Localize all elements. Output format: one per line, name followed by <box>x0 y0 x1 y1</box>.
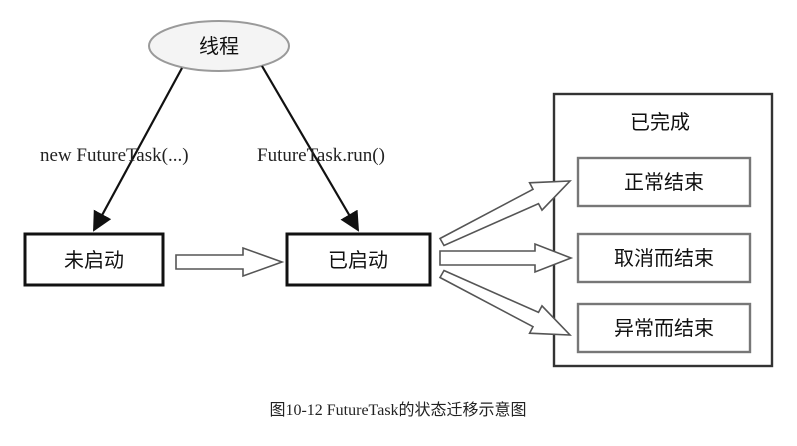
arrow-thread-to-not-started <box>93 67 183 232</box>
state-cancelled-end-label: 取消而结束 <box>614 246 714 270</box>
transition-arrow-cancelled <box>439 242 574 274</box>
arrow-thread-to-started <box>261 65 360 232</box>
transition-arrow-start <box>175 246 285 278</box>
edge-label-new: new FutureTask(...) <box>40 145 189 166</box>
state-normal-end-label: 正常结束 <box>624 170 704 194</box>
state-exception-end: 异常而结束 <box>576 302 752 354</box>
figure-caption: 图10-12 FutureTask的状态迁移示意图 <box>269 400 526 419</box>
state-not-started: 未启动 <box>23 232 165 287</box>
state-started-label: 已启动 <box>328 248 388 272</box>
state-not-started-label: 未启动 <box>64 248 124 272</box>
transition-arrow-normal <box>438 180 572 247</box>
transition-arrow-exception <box>438 269 572 336</box>
edge-label-run: FutureTask.run() <box>257 145 385 166</box>
state-exception-end-label: 异常而结束 <box>614 316 714 340</box>
state-cancelled-end: 取消而结束 <box>576 232 752 284</box>
thread-node: 线程 <box>148 20 290 72</box>
state-normal-end: 正常结束 <box>576 156 752 208</box>
thread-label: 线程 <box>199 34 239 58</box>
completed-group-title: 已完成 <box>630 110 690 134</box>
state-started: 已启动 <box>285 232 432 287</box>
